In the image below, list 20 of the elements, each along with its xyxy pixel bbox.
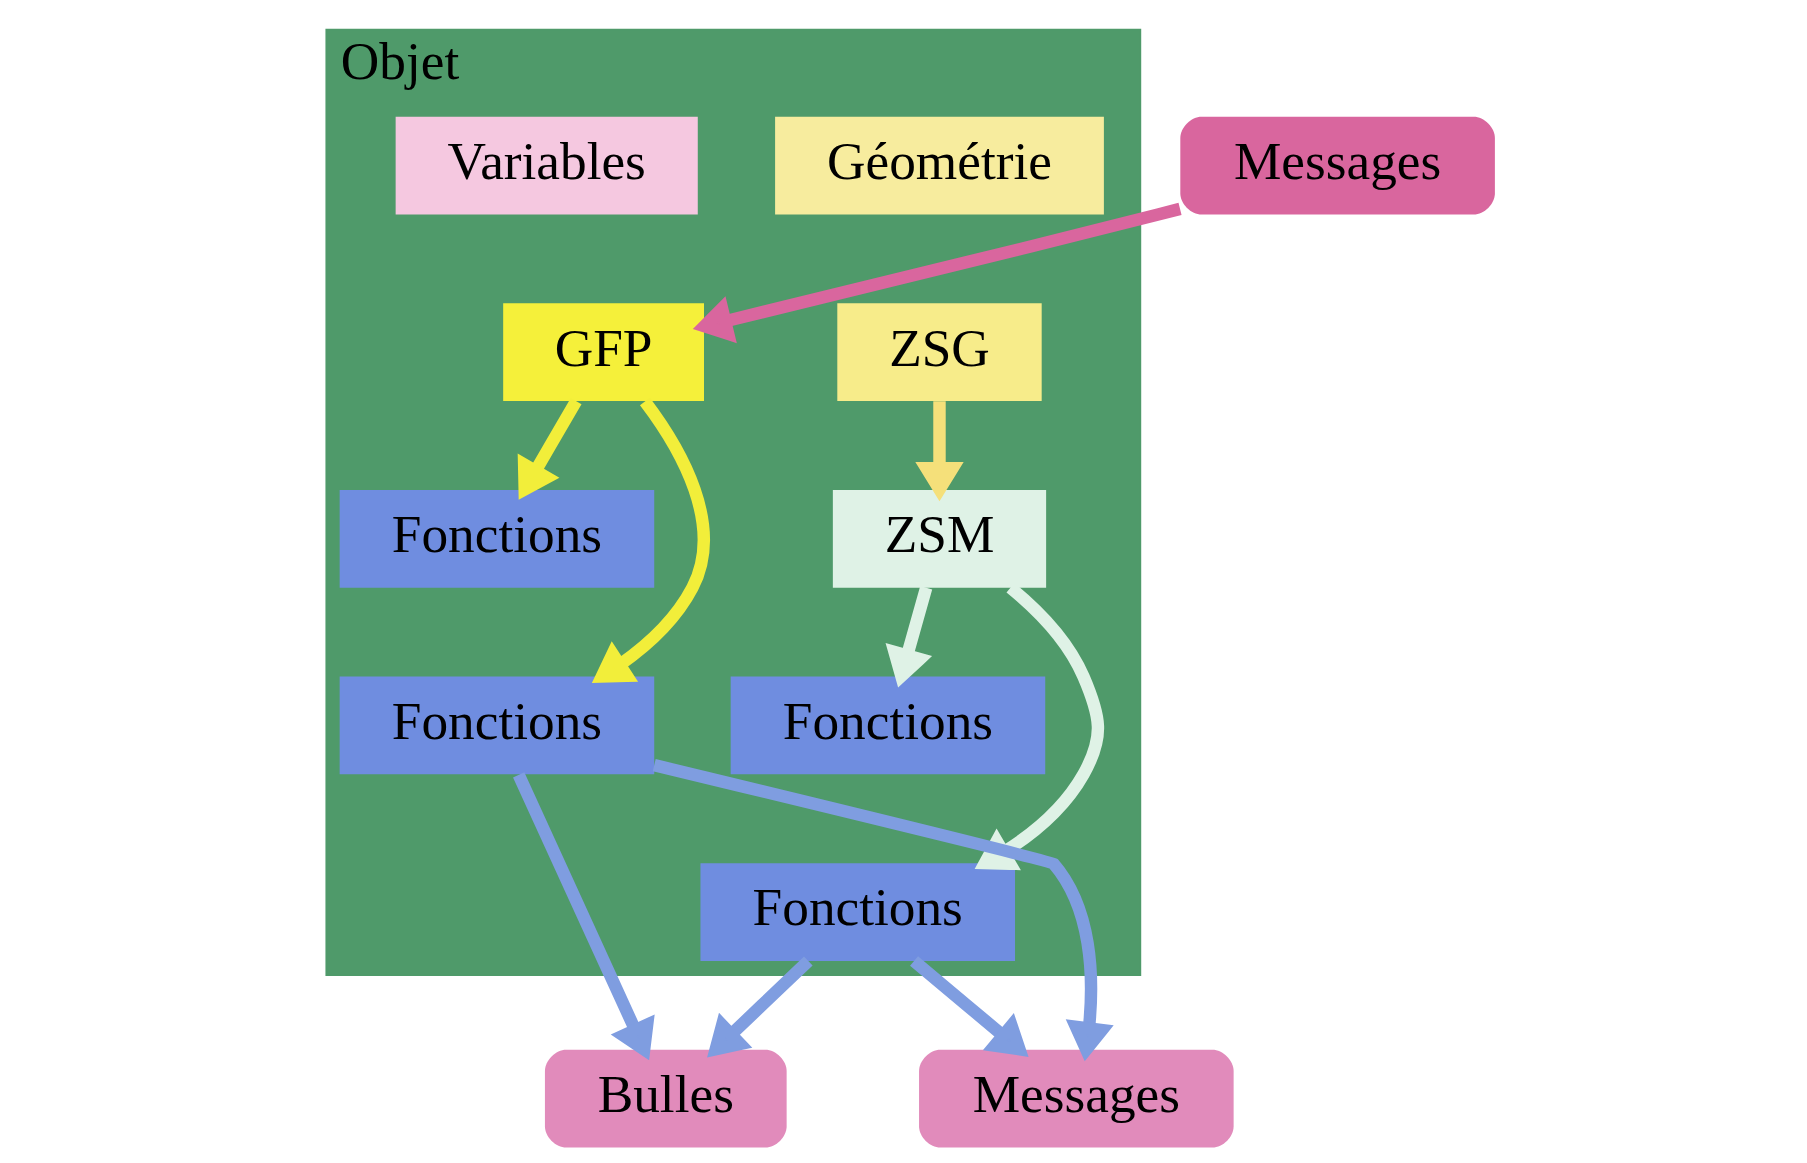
arrow xyxy=(517,398,582,500)
node-box: Fonctions xyxy=(339,676,655,775)
node-box: Fonctions xyxy=(730,676,1046,775)
arrow xyxy=(707,956,813,1058)
arrow xyxy=(885,586,933,688)
arrow xyxy=(513,772,655,1061)
arrow xyxy=(910,956,1029,1057)
node-box: Variables xyxy=(395,116,698,215)
node-box: Messages xyxy=(919,1049,1234,1148)
node-box: Fonctions xyxy=(339,489,655,588)
node-box: ZSG xyxy=(837,303,1042,402)
arrow xyxy=(692,202,1182,344)
node-box: Messages xyxy=(1180,116,1495,215)
arrow xyxy=(652,759,1114,1062)
arrow xyxy=(915,401,964,502)
node-box: Fonctions xyxy=(700,863,1015,961)
node-box: ZSM xyxy=(832,489,1047,588)
node-box: Géométrie xyxy=(775,116,1104,215)
node-box: GFP xyxy=(503,303,704,402)
node-box: Bulles xyxy=(544,1049,787,1148)
